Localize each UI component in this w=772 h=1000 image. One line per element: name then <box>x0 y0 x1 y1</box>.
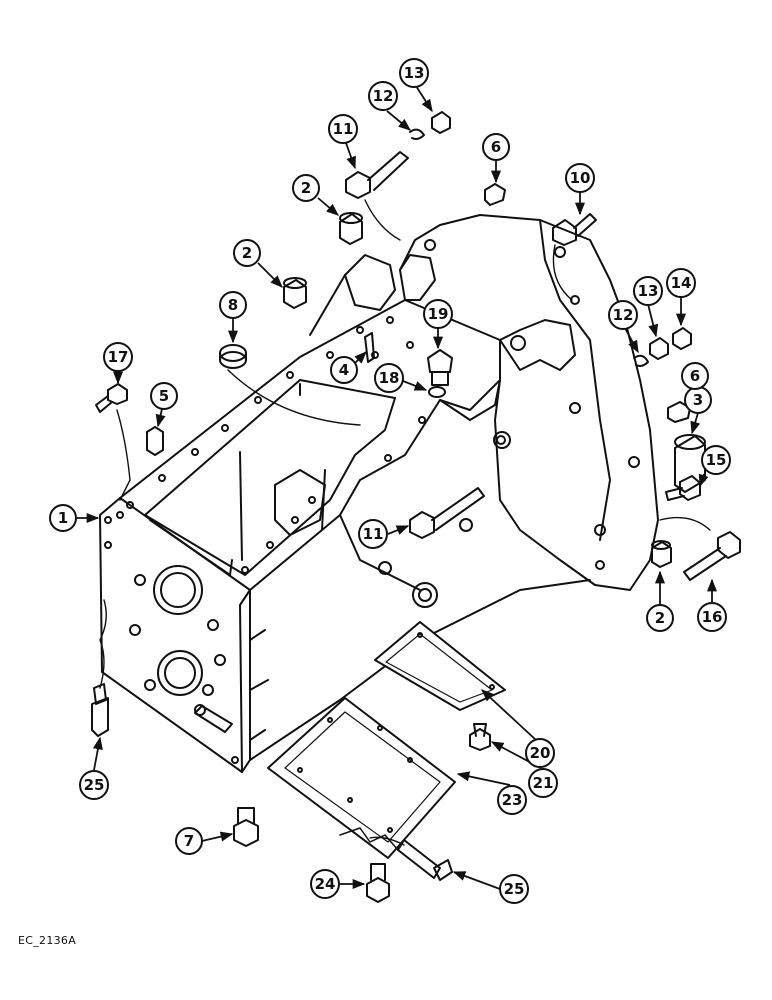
seal-ring <box>219 344 247 369</box>
nut <box>649 337 669 360</box>
nut <box>672 327 692 350</box>
dowel-pin <box>364 332 375 363</box>
callout-label-6: 6 <box>690 367 700 385</box>
callout-label-8: 8 <box>228 296 238 314</box>
callout-label-19: 19 <box>428 305 449 323</box>
callout-label-23: 23 <box>502 791 523 809</box>
lock-washer <box>409 128 425 140</box>
callout-label-25: 25 <box>84 776 105 794</box>
callout-label-6: 6 <box>491 138 501 156</box>
callout-label-1: 1 <box>58 509 68 527</box>
bolt <box>409 487 485 539</box>
drain-plug-tag <box>91 599 109 737</box>
bolt <box>665 475 701 501</box>
cover-plate-large <box>267 697 456 859</box>
nut <box>431 111 451 134</box>
callout-label-13: 13 <box>404 64 425 82</box>
bushing <box>339 212 363 245</box>
plug <box>427 349 453 386</box>
callout-label-5: 5 <box>159 387 169 405</box>
callout-label-17: 17 <box>108 348 129 366</box>
callout-label-10: 10 <box>570 169 591 187</box>
callout-label-16: 16 <box>702 608 723 626</box>
callout-label-24: 24 <box>315 875 336 893</box>
callout-circles <box>49 58 731 904</box>
callout-label-15: 15 <box>706 451 727 469</box>
figure-reference-code: EC_2136A <box>18 934 77 947</box>
cover-plate-small <box>374 621 506 711</box>
bolt <box>683 531 741 581</box>
bolt <box>366 863 390 903</box>
bolt <box>552 213 597 246</box>
bolt <box>469 723 491 751</box>
transmission-housing <box>99 214 659 773</box>
callout-label-2: 2 <box>242 244 252 262</box>
callout-label-21: 21 <box>533 774 554 792</box>
bolt <box>345 151 409 199</box>
callout-label-4: 4 <box>339 361 349 379</box>
callout-label-11: 11 <box>363 525 384 543</box>
pin <box>667 401 691 423</box>
callout-label-13: 13 <box>638 282 659 300</box>
bolt <box>95 383 128 413</box>
callout-label-14: 14 <box>671 274 692 292</box>
pin <box>484 183 506 206</box>
callout-label-25: 25 <box>504 880 525 898</box>
callout-label-12: 12 <box>613 306 634 324</box>
callout-label-2: 2 <box>655 609 665 627</box>
callout-label-12: 12 <box>373 87 394 105</box>
callout-label-3: 3 <box>693 391 703 409</box>
bushing <box>283 277 307 309</box>
callout-arrows <box>76 85 718 890</box>
callout-label-11: 11 <box>333 120 354 138</box>
callout-label-18: 18 <box>379 369 400 387</box>
lock-washer <box>633 354 649 367</box>
drain-plug-tag <box>369 836 453 881</box>
callout-label-2: 2 <box>301 179 311 197</box>
callout-labels: 1 2 2 2 3 4 5 6 6 7 8 10 11 11 12 12 13 … <box>58 64 727 898</box>
callout-label-7: 7 <box>184 832 194 850</box>
plug <box>233 807 259 847</box>
bushing <box>651 540 672 568</box>
callout-label-20: 20 <box>530 744 551 762</box>
pin <box>146 426 164 456</box>
washer <box>428 386 446 398</box>
